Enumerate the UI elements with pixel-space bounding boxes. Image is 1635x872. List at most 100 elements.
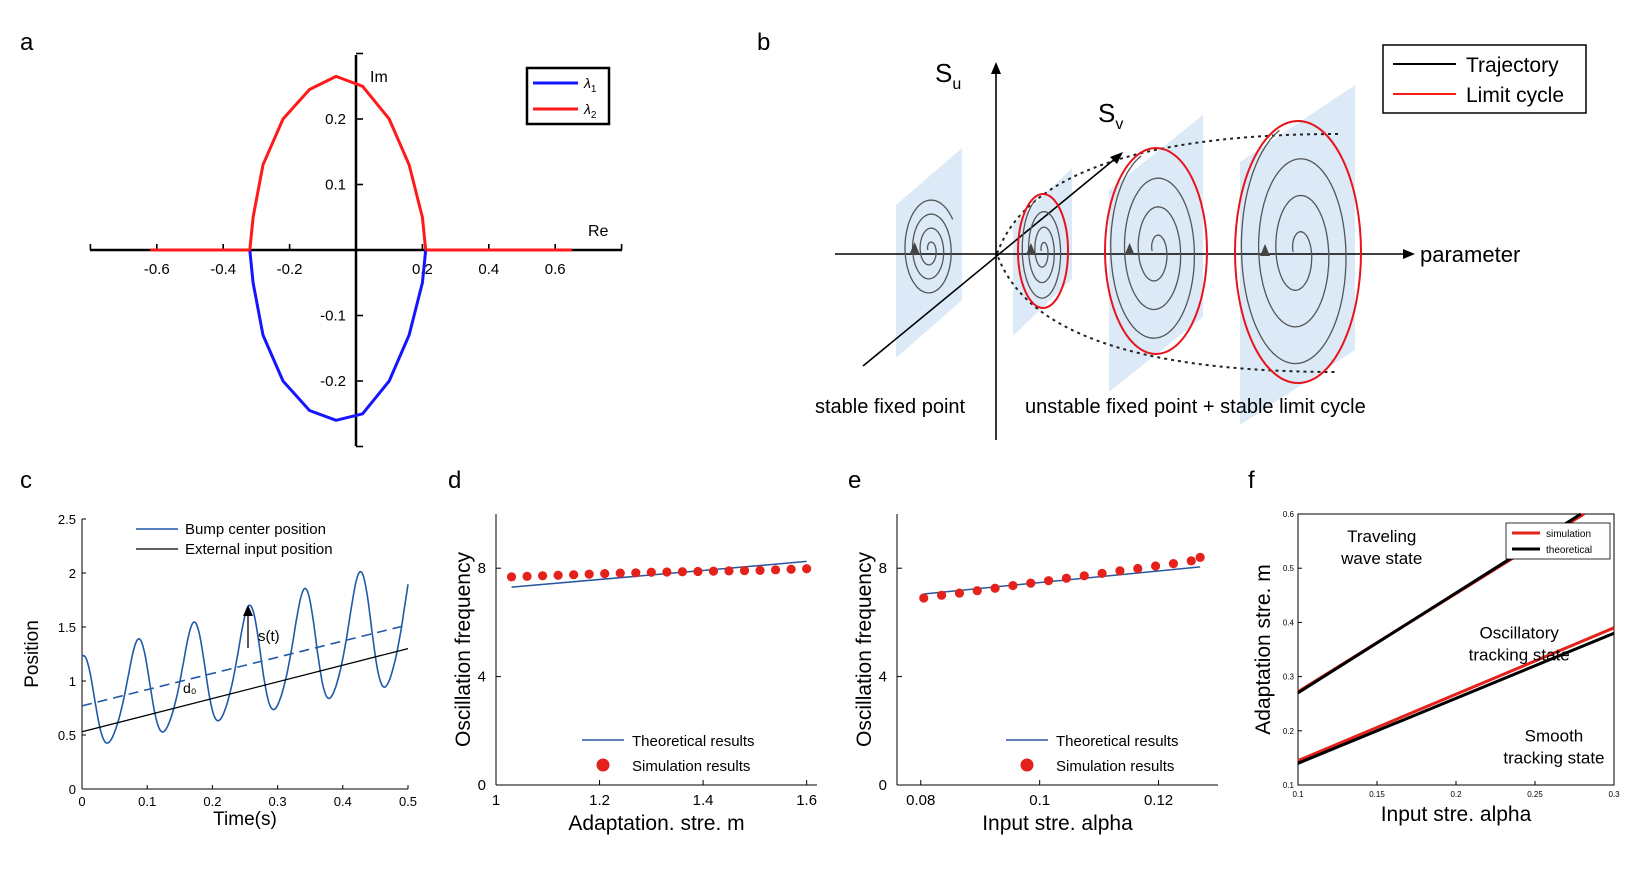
e-sim-point [1150,561,1161,571]
f-region-label: wave state [1340,549,1422,568]
e-xlabel: Input stre. alpha [982,812,1133,835]
f-xlabel: Input stre. alpha [1381,803,1532,826]
f-region-label: Smooth [1525,727,1584,746]
d-sim-point [802,564,812,574]
trajectory-spiral-4 [1240,129,1347,365]
f-region-label: Oscillatory [1480,624,1560,643]
d-y-tick-label: 8 [478,560,486,577]
e-sim-point [936,590,947,600]
trajectory-spiral-3 [1110,155,1196,339]
trajectory-spiral-1 [904,199,954,294]
e-sim-point [1168,558,1179,569]
f-y-tick-label: 0.5 [1283,564,1295,573]
d-y-tick-label: 0 [478,777,486,794]
f-legend-box [1505,522,1611,560]
f-x-tick-label: 0.2 [1450,790,1462,799]
e-legend-label-sim: Simulation results [1056,758,1174,775]
panel-letter-d: d [448,467,461,494]
f-region-label: Traveling [1347,527,1416,546]
d-sim-point [646,567,656,577]
e-sim-point [1026,578,1036,588]
phase-plane-1 [896,148,962,358]
panel-c-x-tick-label: 0 [78,794,85,809]
e-sim-point [1008,580,1018,591]
d-x-tick-label: 1.6 [796,792,817,809]
f-ylabel: Adaptation stre. m [1252,564,1275,734]
d-xlabel: Adaptation. stre. m [568,812,744,835]
panel-a-x-tick-label: -0.4 [210,261,236,278]
panel-b-legend: Trajectory Limit cycle [1382,44,1587,114]
panel-c-y-tick-label: 0.5 [58,728,76,743]
d-sim-point [786,564,796,574]
f-y-tick-label: 0.6 [1283,510,1295,519]
panel-a-xlabel: Re [588,223,609,240]
panel-c-x-tick-label: 0.5 [399,794,417,809]
panel-letter-f: f [1248,467,1255,494]
panel-c-y-tick-label: 1 [69,674,76,689]
d-sim-point [600,569,610,579]
f-x-tick-label: 0.15 [1369,790,1385,799]
annotation-s-of-t: s(t) [258,628,280,645]
e-sim-point [1186,556,1196,566]
panel-b: b Su Sv parameter stable fixed point uns… [757,29,1587,440]
e-sim-point [990,583,1000,593]
panel-c-legend-label-bump: Bump center position [185,521,326,538]
legend-label-lambda2: λ2 [583,101,597,121]
panel-letter-a: a [20,29,34,56]
panel-a-y-tick-label: 0.1 [325,177,346,194]
panel-c-x-tick-label: 0.2 [203,794,221,809]
phase-plane-4 [1240,85,1355,425]
su-axis-arrow [991,62,1001,74]
f-legend-label-simulation: simulation [1546,529,1591,540]
f-boundary-theoretical-3 [1297,631,1615,765]
panel-c-y-tick-label: 2.5 [58,512,76,527]
legend-label-lambda1: λ1 [583,75,597,95]
panel-a-x-tick-label: 0.6 [545,261,566,278]
f-y-tick-label: 0.4 [1283,618,1295,627]
panel-c-x-tick-label: 0.1 [138,794,156,809]
d-sim-point [724,566,734,576]
d-legend-label-theory: Theoretical results [632,733,755,750]
e-sim-point [1115,566,1125,576]
panel-c-xlabel: Time(s) [213,809,277,830]
trajectory-arrowhead-3 [1124,243,1135,255]
d-sim-point [631,568,641,578]
panel-a-y-tick-label: 0.2 [325,111,346,128]
d-sim-point [708,566,719,576]
e-x-tick-label: 0.08 [906,792,935,809]
panel-b-legend-box [1382,44,1587,114]
panel-a-legend: λ1 λ2 [525,66,611,126]
panel-c-legend-label-input: External input position [185,541,333,558]
d-sim-point [569,570,579,580]
d-theory-line [511,560,807,588]
f-region-label: tracking state [1503,749,1604,768]
d-sim-point [553,570,563,580]
panel-c-y-tick-label: 1.5 [58,620,76,635]
panel-c-x-tick-label: 0.3 [269,794,287,809]
caption-unstable-fixed-point: unstable fixed point + stable limit cycl… [1025,396,1366,418]
su-axis-label: Su [935,58,961,93]
f-x-tick-label: 0.3 [1608,790,1620,799]
panel-a-eigen-curve-1 [248,74,428,251]
panel-letter-e: e [848,467,861,494]
legend-label-trajectory: Trajectory [1466,54,1559,77]
d-sim-point [662,567,672,577]
e-legend-swatch-sim [1020,758,1034,772]
limit-cycle-4 [1234,120,1362,384]
panel-c-ylabel: Position [22,620,43,688]
d-sim-point [537,571,548,581]
panel-a-x-tick-label: -0.6 [144,261,170,278]
panel-c-line-2 [81,624,409,707]
f-y-tick-label: 0.1 [1283,781,1295,790]
legend-label-limit-cycle: Limit cycle [1466,84,1564,107]
d-sim-point [522,571,532,581]
limit-cycle-2 [1017,193,1069,309]
